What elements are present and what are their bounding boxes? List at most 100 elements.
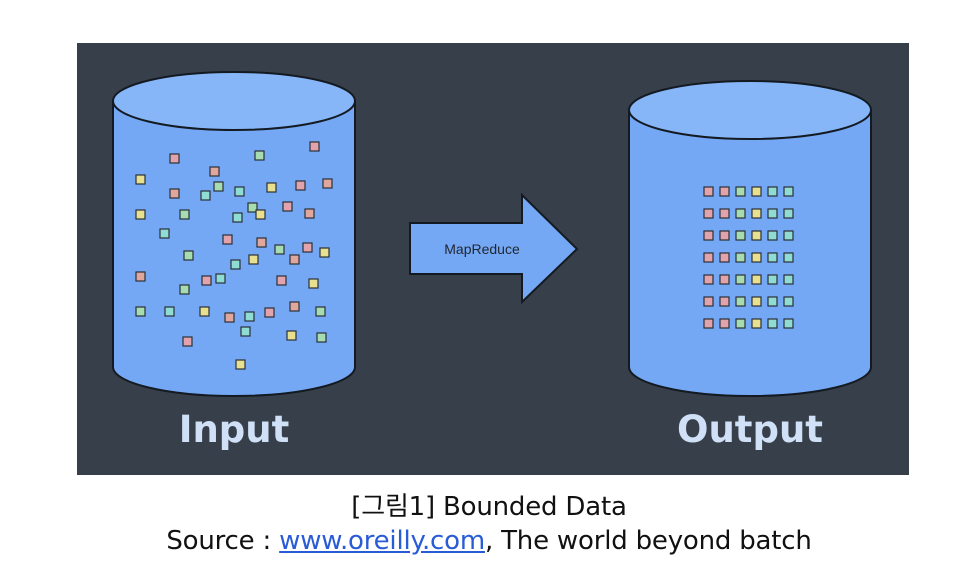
record-square <box>719 318 730 329</box>
record-square <box>234 186 245 197</box>
output-label: Output <box>677 408 823 451</box>
record-square <box>315 306 326 317</box>
record-square <box>169 153 180 164</box>
record-square <box>719 230 730 241</box>
record-square <box>783 230 794 241</box>
source-prefix: Source : <box>166 526 280 556</box>
mapreduce-label: MapReduce <box>444 241 520 257</box>
record-square <box>719 208 730 219</box>
record-square <box>289 301 300 312</box>
record-square <box>735 230 746 241</box>
record-square <box>751 230 762 241</box>
output-cylinder <box>628 80 872 397</box>
record-square <box>295 180 306 191</box>
record-square <box>215 273 226 284</box>
record-square <box>135 271 146 282</box>
record-square <box>703 230 714 241</box>
record-square <box>719 186 730 197</box>
record-square <box>282 201 293 212</box>
record-square <box>719 274 730 285</box>
record-square <box>735 186 746 197</box>
record-square <box>232 212 243 223</box>
record-square <box>183 250 194 261</box>
record-square <box>703 318 714 329</box>
input-cylinder-top <box>112 71 356 131</box>
output-cylinder-body <box>628 110 872 397</box>
record-square <box>703 252 714 263</box>
record-square <box>200 190 211 201</box>
record-square <box>304 208 315 219</box>
record-square <box>783 208 794 219</box>
record-square <box>286 330 297 341</box>
input-label: Input <box>179 408 290 451</box>
input-scattered-records <box>135 141 333 370</box>
record-square <box>703 186 714 197</box>
input-cylinder <box>112 71 356 397</box>
figure-title: [그림1] Bounded Data <box>351 492 627 522</box>
output-cylinder-top <box>628 80 872 140</box>
record-square <box>135 174 146 185</box>
mapreduce-arrow: MapReduce <box>409 192 579 305</box>
record-square <box>247 202 258 213</box>
record-square <box>767 186 778 197</box>
record-square <box>703 208 714 219</box>
record-square <box>248 254 259 265</box>
record-square <box>735 252 746 263</box>
figure-caption: [그림1] Bounded Data Source : www.oreilly.… <box>0 490 978 558</box>
record-square <box>135 209 146 220</box>
record-square <box>735 274 746 285</box>
record-square <box>735 318 746 329</box>
record-square <box>309 141 320 152</box>
record-square <box>302 242 313 253</box>
record-square <box>783 318 794 329</box>
record-square <box>240 326 251 337</box>
record-square <box>783 296 794 307</box>
record-square <box>276 275 287 286</box>
record-square <box>783 252 794 263</box>
record-square <box>274 244 285 255</box>
record-square <box>159 228 170 239</box>
record-square <box>164 306 175 317</box>
source-link[interactable]: www.oreilly.com <box>279 526 485 556</box>
diagram-panel: MapReduce Input Output <box>77 43 909 475</box>
record-square <box>316 332 327 343</box>
record-square <box>751 252 762 263</box>
record-square <box>199 306 210 317</box>
record-square <box>767 208 778 219</box>
record-square <box>751 186 762 197</box>
record-square <box>719 296 730 307</box>
record-square <box>319 247 330 258</box>
record-square <box>767 318 778 329</box>
record-square <box>767 296 778 307</box>
record-square <box>703 296 714 307</box>
record-square <box>289 254 300 265</box>
source-suffix: , The world beyond batch <box>484 526 812 556</box>
record-square <box>235 359 246 370</box>
record-square <box>244 311 255 322</box>
record-square <box>266 182 277 193</box>
record-square <box>783 274 794 285</box>
record-square <box>767 230 778 241</box>
record-square <box>767 274 778 285</box>
record-square <box>179 284 190 295</box>
record-square <box>182 336 193 347</box>
record-square <box>209 166 220 177</box>
record-square <box>201 275 212 286</box>
record-square <box>224 312 235 323</box>
figure-source: Source : www.oreilly.com, The world beyo… <box>0 524 978 558</box>
record-square <box>264 307 275 318</box>
record-square <box>230 259 241 270</box>
record-square <box>767 252 778 263</box>
record-square <box>719 252 730 263</box>
output-ordered-records <box>703 186 794 329</box>
record-square <box>135 306 146 317</box>
record-square <box>735 208 746 219</box>
record-square <box>751 318 762 329</box>
record-square <box>222 234 233 245</box>
input-cylinder-body <box>112 101 356 397</box>
record-square <box>751 296 762 307</box>
bounded-data-diagram: MapReduce Input Output <box>112 71 872 451</box>
record-square <box>213 181 224 192</box>
arrow-shape <box>409 192 579 305</box>
record-square <box>255 209 266 220</box>
